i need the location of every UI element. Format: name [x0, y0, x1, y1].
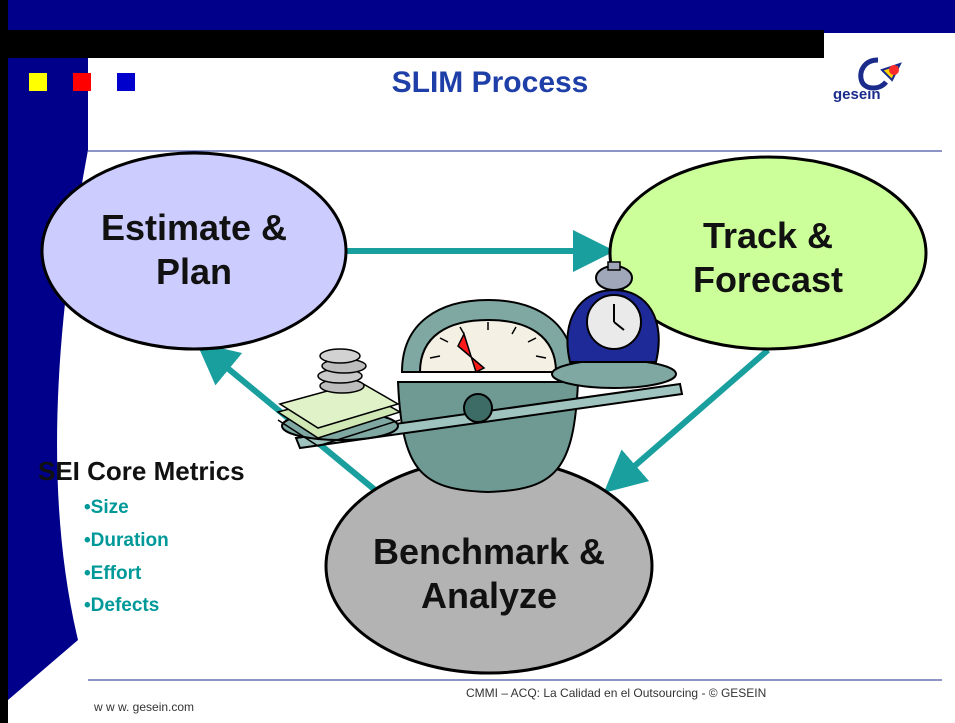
metric-item: •Effort [84, 563, 142, 584]
red-square [73, 73, 91, 91]
top-navy-bar [0, 0, 955, 33]
node-estimate-plan-line2: Plan [155, 251, 233, 292]
metric-item: •Size [84, 497, 129, 518]
header-black-bar [0, 30, 824, 58]
metrics-heading: SEI Core Metrics [38, 456, 245, 486]
left-edge-bar [0, 0, 8, 723]
node-track-forecast-line1: Track & [702, 215, 834, 256]
metric-item: •Defects [84, 595, 160, 616]
node-estimate-plan: Estimate & Plan [64, 206, 324, 294]
node-benchmark-analyze: Benchmark & Analyze [339, 530, 639, 618]
node-benchmark-analyze-line1: Benchmark & [372, 531, 606, 572]
gesein-logo-icon [858, 57, 902, 91]
arrow-track-to-benchmark [603, 347, 770, 493]
footer-copyright: CMMI – ACQ: La Calidad en el Outsourcing… [466, 686, 767, 700]
ellipse-track-forecast [608, 155, 928, 351]
scale-illustration [276, 261, 684, 494]
yellow-square [29, 73, 47, 91]
blue-square [117, 73, 135, 91]
ellipse-estimate-plan [40, 151, 348, 351]
node-track-forecast-line2: Forecast [692, 259, 844, 300]
node-estimate-plan-line1: Estimate & [100, 207, 288, 248]
metric-item: •Duration [84, 530, 169, 551]
node-track-forecast: Track & Forecast [638, 214, 898, 302]
logo-wordmark: gesein [833, 86, 881, 103]
node-benchmark-analyze-line2: Analyze [420, 575, 558, 616]
slide-title: SLIM Process [391, 66, 589, 99]
footer-url: w w w. gesein.com [94, 700, 195, 714]
